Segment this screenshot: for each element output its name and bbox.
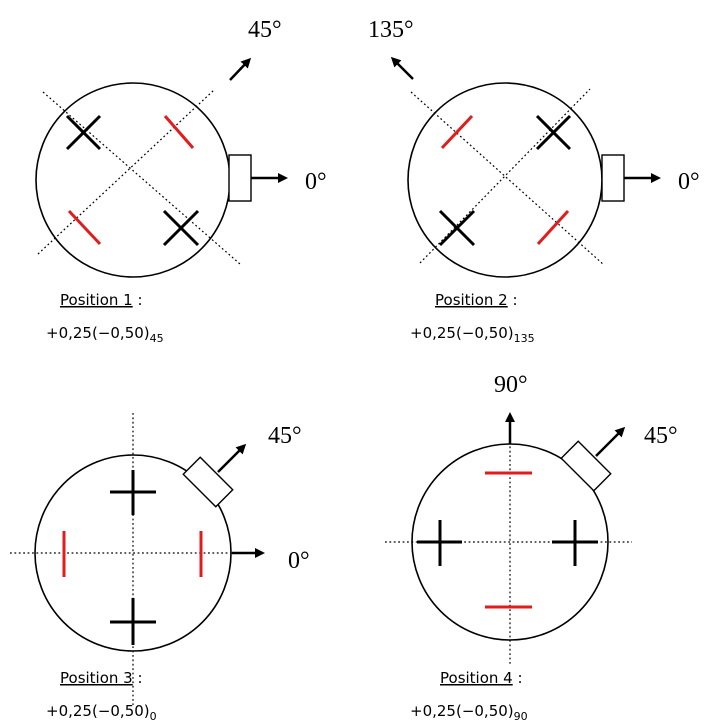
position-1-black-cross-bottom-right bbox=[162, 209, 200, 247]
position-1-diagram: 45° 0° Position 1 : +0,25(−0,50)45 bbox=[35, 17, 327, 345]
position-3-caption-formula: +0,25(−0,50)0 bbox=[46, 702, 157, 723]
position-3-black-cross-bottom bbox=[110, 598, 156, 645]
position-1-sample-circle bbox=[35, 82, 231, 278]
position-2-sample-circle bbox=[407, 82, 603, 278]
position-3-diagram: 45° 0° Position 3 : +0,25(−0,50)0 bbox=[10, 413, 310, 723]
position-3-black-cross-top bbox=[110, 470, 156, 515]
position-3-sensor-box bbox=[182, 456, 234, 508]
position-4-label-45: 45° bbox=[644, 423, 678, 449]
position-3-caption-title: Position 3 : bbox=[60, 669, 143, 687]
position-2-black-cross-bottom-left bbox=[438, 209, 476, 247]
position-1-caption-title: Position 1 : bbox=[60, 291, 143, 309]
position-1-label-0: 0° bbox=[305, 169, 327, 195]
position-1-arrow-45 bbox=[229, 57, 252, 81]
position-4-caption-title: Position 4 : bbox=[440, 669, 523, 687]
position-2-caption-formula: +0,25(−0,50)135 bbox=[410, 324, 535, 345]
position-2-label-135: 135° bbox=[368, 17, 414, 43]
position-2-black-cross-top-right bbox=[535, 114, 572, 151]
position-2-red-mark-bottom-right bbox=[536, 209, 570, 246]
position-2-label-0: 0° bbox=[678, 169, 700, 195]
position-2-dotted-line-45 bbox=[419, 88, 591, 264]
position-3-label-0: 0° bbox=[288, 548, 310, 574]
position-4-black-cross-left bbox=[417, 520, 462, 566]
position-2-sensor-box bbox=[601, 154, 625, 202]
position-1-red-mark-top-right bbox=[163, 115, 195, 149]
position-3-label-45: 45° bbox=[268, 423, 302, 449]
position-4-sensor-box bbox=[560, 440, 612, 492]
position-2-caption-title: Position 2 : bbox=[435, 291, 518, 309]
position-4-diagram: 90° 45° Position 4 : +0,25(−0,50)90 bbox=[385, 372, 678, 723]
position-1-red-mark-bottom-left bbox=[67, 209, 102, 246]
position-1-sensor-box bbox=[228, 154, 252, 202]
position-2-dotted-line-135 bbox=[410, 91, 605, 266]
position-1-label-45: 45° bbox=[248, 17, 282, 43]
position-1-black-cross-top-left bbox=[65, 114, 102, 151]
position-2-diagram: 135° 0° Position 2 : +0,25(−0,50)135 bbox=[368, 17, 700, 345]
position-2-arrow-135 bbox=[390, 56, 414, 80]
position-3-arrow-45 bbox=[217, 443, 247, 473]
position-4-label-90: 90° bbox=[494, 372, 528, 398]
position-4-arrow-45 bbox=[595, 426, 626, 457]
position-1-caption-formula: +0,25(−0,50)45 bbox=[46, 324, 164, 345]
position-4-caption-formula: +0,25(−0,50)90 bbox=[410, 702, 528, 723]
position-2-red-mark-top-left bbox=[440, 114, 474, 150]
position-1-dotted-line-45 bbox=[37, 89, 215, 255]
position-3-sample-circle bbox=[34, 454, 232, 652]
position-4-black-cross-right bbox=[552, 520, 598, 566]
